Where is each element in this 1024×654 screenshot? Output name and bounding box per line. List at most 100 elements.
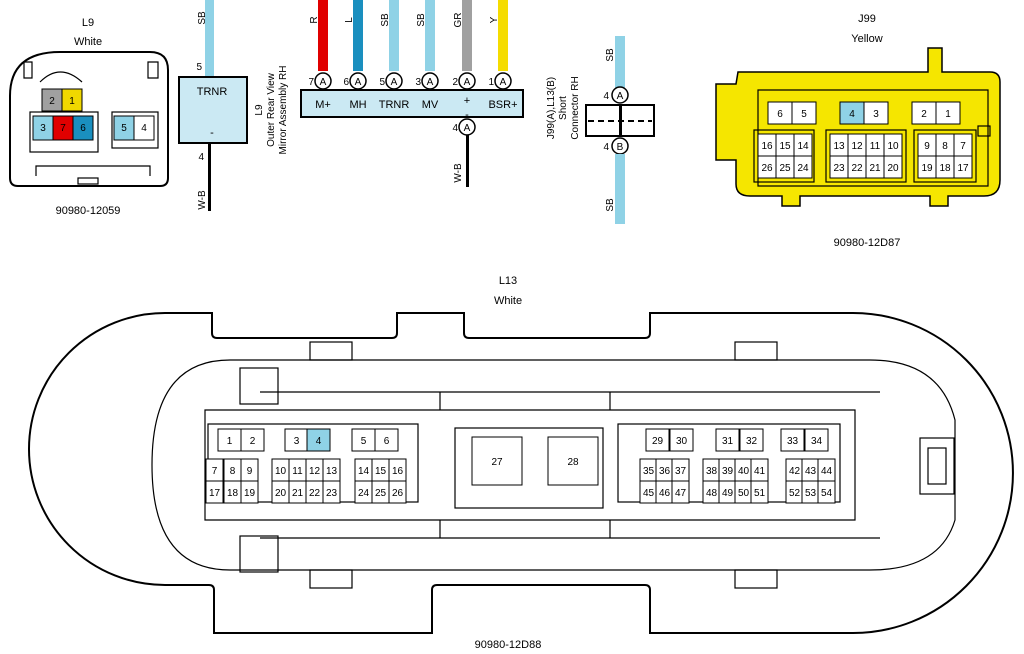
l13-pin-19-label: 19 bbox=[244, 488, 256, 499]
l13-pin-13-label: 13 bbox=[326, 466, 338, 477]
j99-pin-4-label: 4 bbox=[849, 109, 855, 120]
mirror-wire-group-6: Y 1 A BSR+ bbox=[488, 0, 518, 111]
trnr-bottom-wire-label: W-B bbox=[197, 190, 208, 210]
l13-pin-34-box bbox=[804, 428, 829, 452]
mirror-pin-5-function: + bbox=[464, 95, 470, 107]
j99-pin-10-label: 10 bbox=[887, 141, 899, 152]
l13-pin-20-label: 20 bbox=[275, 488, 287, 499]
mirror-pin-1-circle bbox=[314, 72, 332, 90]
l9-pin-4 bbox=[133, 115, 155, 141]
l13-pin-49: 49 bbox=[718, 480, 737, 504]
l13-pin-49-label: 49 bbox=[722, 488, 734, 499]
j99-group-frame-1 bbox=[753, 129, 815, 183]
trnr-caption-line2: Outer Rear View bbox=[266, 72, 277, 147]
j99-pin-2: 2 bbox=[911, 101, 937, 125]
l13-pin-14-label: 14 bbox=[358, 466, 370, 477]
j99-side-latch bbox=[977, 125, 991, 137]
l13-pin-53-label: 53 bbox=[805, 488, 817, 499]
l13-pin-22: 22 bbox=[305, 480, 324, 504]
j99-pin-19-label: 19 bbox=[921, 163, 933, 174]
l13-pin-41-label: 41 bbox=[754, 466, 766, 477]
l13-pin-25-label: 25 bbox=[375, 488, 387, 499]
l13-pin-21: 21 bbox=[288, 480, 307, 504]
trnr-caption-line1: L9 bbox=[254, 104, 265, 116]
l13-pin-15-label: 15 bbox=[375, 466, 387, 477]
short-connector-wire-top bbox=[615, 36, 625, 88]
l13-pin-1: 1 bbox=[217, 428, 242, 452]
l13-pin-26-label: 26 bbox=[392, 488, 404, 499]
l13-pin-2: 2 bbox=[240, 428, 265, 452]
l13-pin-13: 13 bbox=[322, 458, 341, 482]
l13-pin-32-box bbox=[739, 428, 764, 452]
mirror-pin-3-circle bbox=[385, 72, 403, 90]
l13-right-latch bbox=[919, 437, 955, 495]
l13-pin-28-box bbox=[547, 436, 599, 486]
l13-pin-9-label: 9 bbox=[247, 466, 253, 477]
l13-pin-26: 26 bbox=[388, 480, 407, 504]
l13-top-left-lock bbox=[239, 367, 279, 405]
short-connector-top-circle bbox=[611, 86, 629, 104]
l13-pin-37-label: 37 bbox=[675, 466, 687, 477]
l13-pin-8: 8 bbox=[223, 458, 242, 482]
j99-pin-23: 23 bbox=[829, 155, 849, 179]
j99-pin-23-label: 23 bbox=[833, 163, 845, 174]
l13-pin-54-box bbox=[817, 480, 836, 504]
j99-pin-5-label: 5 bbox=[801, 109, 807, 120]
j99-pin-13-label: 13 bbox=[833, 141, 845, 152]
l13-pin-4-box bbox=[306, 428, 331, 452]
j99-pin-19: 19 bbox=[917, 155, 937, 179]
j99-pin-17-label: 17 bbox=[957, 163, 969, 174]
mirror-pin-4-letter: A bbox=[427, 77, 434, 88]
mirror-pin-2-function: MH bbox=[349, 99, 366, 111]
l9-title: L9 bbox=[82, 17, 94, 29]
l13-center-block bbox=[454, 427, 604, 509]
mirror-pin-4-circle bbox=[421, 72, 439, 90]
l13-pin-9: 9 bbox=[240, 458, 259, 482]
l13-pin-50-label: 50 bbox=[738, 488, 750, 499]
j99-pin-9: 9 bbox=[917, 133, 937, 157]
j99-pin-11-label: 11 bbox=[870, 141, 881, 152]
l13-pin-43-label: 43 bbox=[805, 466, 817, 477]
mirror-pin-6-function: BSR+ bbox=[488, 99, 517, 111]
l13-pin-30-label: 30 bbox=[676, 436, 688, 447]
mirror-wire-3 bbox=[389, 0, 399, 71]
j99-pin-6-label: 6 bbox=[777, 109, 783, 120]
j99-pin-12: 12 bbox=[847, 133, 867, 157]
short-connector-rh: J99(A),L13(B) Short Connector RH SB 4 A … bbox=[546, 36, 655, 224]
j99-pin-26-label: 26 bbox=[761, 163, 773, 174]
l13-pin-38-label: 38 bbox=[706, 466, 718, 477]
l13-pin-51: 51 bbox=[750, 480, 769, 504]
l13-top-rib-2 bbox=[734, 341, 778, 361]
l9-bottom-rail bbox=[35, 165, 151, 176]
mirror-wire-4-label: SB bbox=[416, 13, 427, 27]
l13-pin-52: 52 bbox=[785, 480, 804, 504]
l13-pin-29: 29 bbox=[645, 428, 670, 452]
l13-pin-41: 41 bbox=[750, 458, 769, 482]
l13-pin-29-label: 29 bbox=[652, 436, 664, 447]
l9-key bbox=[39, 71, 83, 83]
short-connector-wire-bottom bbox=[615, 154, 625, 224]
j99-pin-16-label: 16 bbox=[761, 141, 773, 152]
l13-pin-8-label: 8 bbox=[230, 466, 236, 477]
l13-pin-3: 3 bbox=[284, 428, 309, 452]
l13-pin-36-label: 36 bbox=[659, 466, 671, 477]
j99-pin-17-box bbox=[953, 155, 973, 179]
l13-pin-11: 11 bbox=[288, 458, 307, 482]
j99-pin-3-box bbox=[863, 101, 889, 125]
mirror-wire-group-1: R 7 A M+ bbox=[308, 0, 332, 111]
l13-pin-30-box bbox=[669, 428, 694, 452]
j99-pin-22: 22 bbox=[847, 155, 867, 179]
j99-color: Yellow bbox=[851, 33, 882, 45]
l13-pin-44-label: 44 bbox=[821, 466, 833, 477]
l9-pin-3-label: 3 bbox=[40, 123, 46, 134]
l13-pin-7: 7 bbox=[205, 458, 224, 482]
l9-cavity-frame-left bbox=[29, 111, 99, 153]
j99-pin-14-label: 14 bbox=[797, 141, 809, 152]
mirror-minus-label: - bbox=[465, 109, 469, 121]
trnr-box-label: TRNR bbox=[197, 86, 228, 98]
l13-title: L13 bbox=[499, 275, 517, 287]
l13-pin-22-label: 22 bbox=[309, 488, 321, 499]
